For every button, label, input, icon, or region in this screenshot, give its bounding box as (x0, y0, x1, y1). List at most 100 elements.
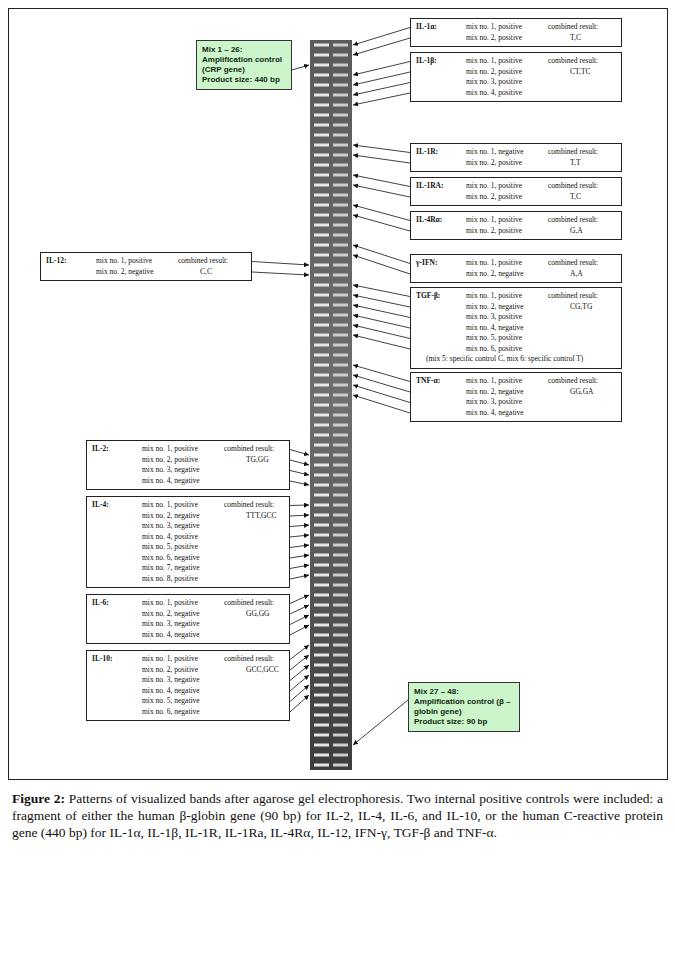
mix-result: mix no. 4, positive (142, 532, 224, 543)
genotype: GCC,GCC (224, 665, 284, 676)
gel-arrow (290, 505, 309, 507)
genotype: GG,GG (224, 609, 284, 620)
gel-arrow (290, 450, 309, 456)
cytokine-name: IL-1RA: (416, 181, 466, 192)
mix-result: mix no. 1, positive (142, 500, 224, 511)
cytokine-box: TGF-β:mix no. 1, positivemix no. 2, nega… (410, 287, 622, 369)
cytokine-name: IL-12: (46, 256, 96, 267)
genotype: G,A (548, 226, 616, 237)
cytokine-box: IL-1α:mix no. 1, positivemix no. 2, posi… (410, 18, 622, 47)
mix-result: mix no. 3, negative (142, 521, 224, 532)
gel-arrow (353, 205, 410, 221)
mix-result: mix no. 1, positive (466, 215, 548, 226)
combined-label: combined result: (548, 291, 616, 302)
gel-arrow (290, 695, 309, 712)
gel-arrow (353, 335, 410, 349)
gel-arrow (252, 262, 309, 266)
gel-arrow (353, 28, 410, 46)
gel-arrow (292, 65, 309, 70)
cytokine-name: IL-10: (92, 654, 142, 665)
combined-label: combined result: (548, 376, 616, 387)
gel-arrow (290, 605, 309, 614)
genotype: T,C (548, 33, 616, 44)
cytokine-box: γ-IFN:mix no. 1, positivemix no. 2, nega… (410, 254, 622, 283)
mix-result: mix no. 8, positive (142, 574, 224, 585)
mix-result: mix no. 5, positive (142, 542, 224, 553)
gel-arrow (353, 305, 410, 318)
mix-result: mix no. 2, positive (466, 33, 548, 44)
combined-label: combined result: (548, 147, 616, 158)
mix-result: mix no. 1, positive (466, 291, 548, 302)
gel-arrow (353, 155, 410, 163)
genotype: CG,TG (548, 302, 616, 313)
mix-result: mix no. 2, positive (466, 67, 548, 78)
gel-arrow (290, 525, 309, 527)
mix-result: mix no. 1, positive (466, 22, 548, 33)
genotype: TG,GG (224, 455, 284, 466)
mix-result: mix no. 3, negative (142, 619, 224, 630)
mix-result: mix no. 2, negative (466, 302, 548, 313)
gel-arrow (353, 38, 410, 55)
control-text: Product size: 90 bp (414, 717, 514, 727)
gel-arrow (290, 685, 309, 702)
mix-result: mix no. 4, positive (466, 88, 548, 99)
gel-arrow (353, 255, 410, 274)
mix-result: mix no. 3, positive (466, 312, 548, 323)
mix-result: mix no. 2, negative (142, 511, 224, 522)
genotype: C,C (178, 267, 246, 278)
mix-result: mix no. 6, negative (142, 707, 224, 718)
mix-result: mix no. 1, positive (466, 181, 548, 192)
gel-arrow (353, 175, 410, 187)
combined-label: combined result: (548, 22, 616, 33)
control-box: Mix 1 – 26:Amplification control (CRP ge… (196, 40, 292, 90)
gel-arrow (252, 272, 309, 275)
mix-result: mix no. 2, negative (466, 269, 548, 280)
mix-result: mix no. 1, positive (142, 598, 224, 609)
gel-arrow (290, 625, 309, 635)
combined-label: combined result: (178, 256, 246, 267)
mix-result: mix no. 6, positive (466, 344, 548, 355)
genotype: CT,TC (548, 67, 616, 78)
gel-arrow (353, 295, 410, 307)
mix-result: mix no. 2, positive (466, 158, 548, 169)
mix-result: mix no. 2, positive (466, 192, 548, 203)
mix-result: mix no. 3, negative (142, 465, 224, 476)
mix-result: mix no. 2, negative (142, 609, 224, 620)
mix-result: mix no. 4, negative (466, 408, 548, 419)
caption-body: Patterns of visualized bands after agaro… (12, 791, 663, 840)
gel-arrow (353, 375, 410, 392)
mix-result: mix no. 3, negative (142, 675, 224, 686)
gel-arrow (353, 385, 410, 403)
genotype: TTT,GCC (224, 511, 284, 522)
combined-label: combined result: (224, 444, 284, 455)
mix-result: mix no. 1, positive (466, 56, 548, 67)
gel-arrow (290, 460, 309, 465)
mix-result: mix no. 2, negative (466, 387, 548, 398)
gel-arrow (353, 315, 410, 328)
mix-result: mix no. 3, positive (466, 397, 548, 408)
cytokine-box: IL-1R:mix no. 1, negativemix no. 2, posi… (410, 143, 622, 172)
gel-arrow (353, 285, 410, 297)
mix-result: mix no. 1, negative (466, 147, 548, 158)
mix-result: mix no. 2, positive (142, 665, 224, 676)
cytokine-box: TNF-α:mix no. 1, positivemix no. 2, nega… (410, 372, 622, 422)
mix-result: mix no. 5, positive (466, 333, 548, 344)
mix-result: mix no. 6, negative (142, 553, 224, 564)
gel-arrow (290, 595, 309, 604)
cytokine-box: IL-6:mix no. 1, positivemix no. 2, negat… (86, 594, 290, 644)
gel-strip (310, 40, 352, 770)
gel-arrow (353, 83, 410, 96)
gel-arrow (290, 535, 309, 537)
gel-arrow (353, 395, 410, 413)
cytokine-box: IL-10:mix no. 1, positivemix no. 2, posi… (86, 650, 290, 721)
gel-arrow (290, 481, 309, 485)
cytokine-name: IL-6: (92, 598, 142, 609)
mix-result: mix no. 1, positive (96, 256, 178, 267)
control-text: Mix 1 – 26: (202, 45, 286, 55)
control-box: Mix 27 – 48:Amplification control (β – g… (408, 682, 520, 732)
gel-arrow (353, 325, 410, 339)
gel-arrow (353, 93, 410, 105)
combined-label: combined result: (224, 500, 284, 511)
combined-label: combined result: (548, 56, 616, 67)
